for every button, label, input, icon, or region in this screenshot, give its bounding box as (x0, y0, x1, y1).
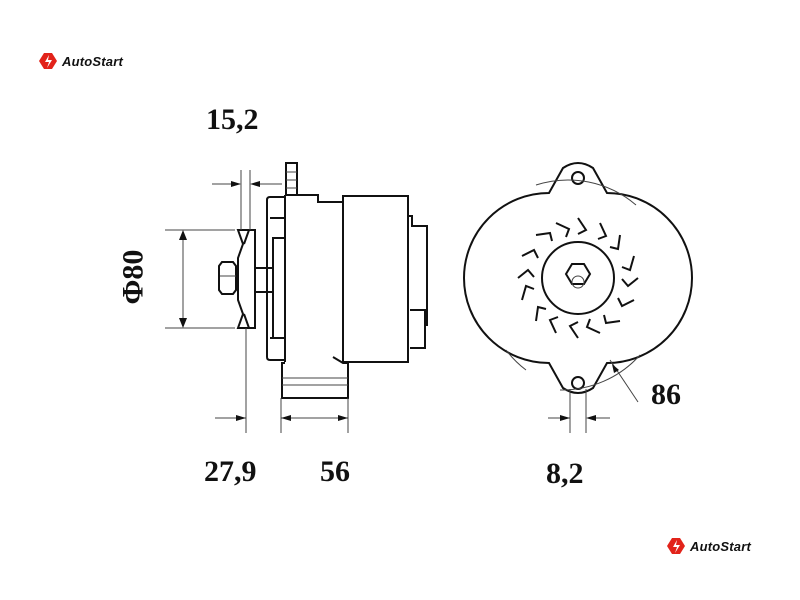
fan-blades (517, 217, 639, 339)
dim-mount-hole: 8,2 (546, 457, 584, 490)
autostart-logo-top: AutoStart (38, 52, 123, 70)
front-view (463, 162, 693, 433)
dim-mount-span: 86 (651, 378, 681, 411)
logo-text: AutoStart (62, 53, 124, 69)
dim-mount-width: 56 (320, 455, 350, 488)
side-view (165, 162, 428, 433)
dim-belt-offset: 15,2 (206, 103, 259, 136)
dim-pulley-to-mount: 27,9 (204, 455, 257, 488)
logo-mark-icon (667, 538, 685, 554)
logo-text: AutoStart (690, 538, 752, 554)
autostart-logo-bottom: AutoStart (666, 537, 751, 555)
dim-pulley-diameter: Φ80 (116, 249, 150, 305)
logo-mark-icon (39, 53, 57, 69)
